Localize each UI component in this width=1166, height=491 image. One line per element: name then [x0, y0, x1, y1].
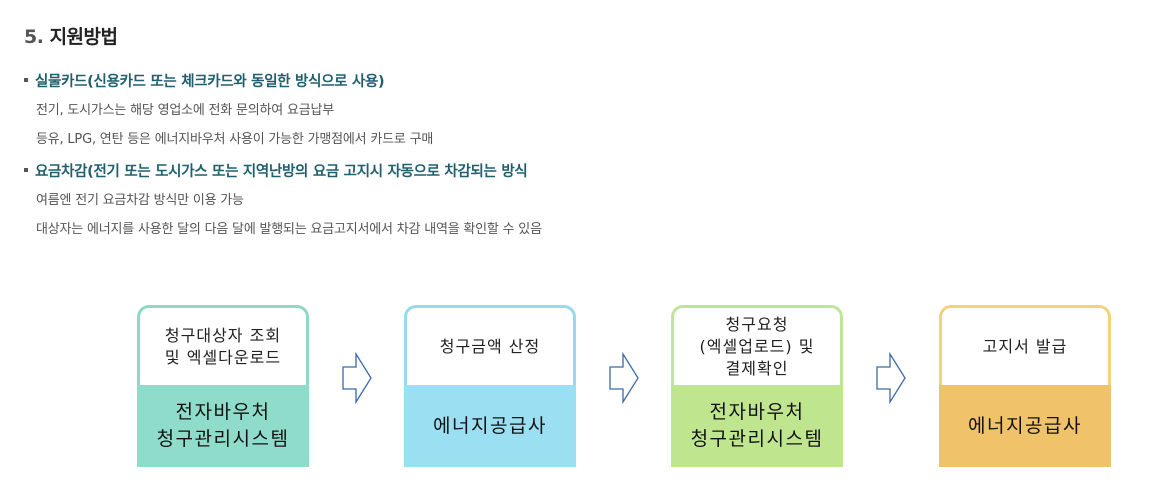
process-step-3: 청구요청 (엑셀업로드) 및 결제확인 전자바우처 청구관리시스템 [671, 305, 843, 467]
method-desc-line: 전기, 도시가스는 해당 영업소에 전화 문의하여 요금납부 [36, 103, 335, 118]
method-heading-text: 실물카드(신용카드 또는 체크카드와 동일한 방식으로 사용) [35, 74, 385, 90]
right-arrow-icon [609, 352, 639, 404]
bullet-icon [24, 78, 28, 82]
method-heading-card: 실물카드(신용카드 또는 체크카드와 동일한 방식으로 사용) [24, 70, 385, 91]
method-heading-text: 요금차감(전기 또는 도시가스 또는 지역난방의 요금 고지시 자동으로 차감되… [35, 164, 528, 180]
process-step-4: 고지서 발급 에너지공급사 [939, 305, 1111, 467]
step-actor: 에너지공급사 [939, 385, 1111, 467]
method-desc-line: 등유, LPG, 연탄 등은 에너지바우처 사용이 가능한 가맹점에서 카드로 … [36, 132, 434, 147]
bullet-icon [24, 168, 28, 172]
method-desc-line: 여름엔 전기 요금차감 방식만 이용 가능 [36, 193, 244, 208]
method-desc-line: 대상자는 에너지를 사용한 달의 다음 달에 발행되는 요금고지서에서 차감 내… [36, 222, 542, 237]
section-title: 5. 지원방법 [24, 22, 118, 49]
section-number: 5. [24, 26, 44, 48]
step-description: 청구금액 산정 [439, 336, 541, 356]
process-step-2: 청구금액 산정 에너지공급사 [404, 305, 576, 467]
step-description: 고지서 발급 [982, 336, 1068, 356]
step-actor: 전자바우처 청구관리시스템 [137, 385, 309, 467]
process-step-1: 청구대상자 조회 및 엑셀다운로드 전자바우처 청구관리시스템 [137, 305, 309, 467]
step-description: 청구대상자 조회 및 엑셀다운로드 [164, 325, 282, 367]
step-description: 청구요청 (엑셀업로드) 및 결제확인 [699, 314, 815, 378]
right-arrow-icon [342, 352, 372, 404]
right-arrow-icon [876, 352, 906, 404]
section-title-text: 지원방법 [49, 26, 118, 48]
step-actor: 에너지공급사 [404, 385, 576, 467]
step-actor: 전자바우처 청구관리시스템 [671, 385, 843, 467]
method-heading-deduction: 요금차감(전기 또는 도시가스 또는 지역난방의 요금 고지시 자동으로 차감되… [24, 160, 528, 181]
